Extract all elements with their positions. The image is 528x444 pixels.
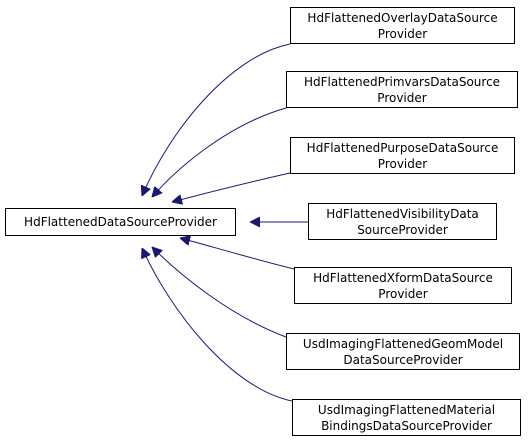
node-geommodel-provider[interactable]: UsdImagingFlattenedGeomModel DataSourceP…	[286, 333, 520, 370]
node-overlay-provider-line2: Provider	[377, 26, 428, 41]
node-material-provider[interactable]: UsdImagingFlattenedMaterial BindingsData…	[292, 399, 521, 436]
node-purpose-provider-line2: Provider	[377, 156, 428, 171]
node-primvars-provider-line2: Provider	[377, 90, 427, 105]
edge-geommodel	[152, 247, 287, 338]
node-visibility-provider-line1: HdFlattenedVisibilityData	[326, 206, 479, 221]
node-overlay-provider-line1: HdFlattenedOverlayDataSource	[307, 10, 498, 25]
edge-purpose	[172, 172, 291, 202]
node-purpose-provider[interactable]: HdFlattenedPurposeDataSource Provider	[290, 137, 515, 174]
node-xform-provider[interactable]: HdFlattenedXformDataSource Provider	[294, 267, 512, 304]
node-xform-provider-line2: Provider	[378, 286, 428, 301]
node-geommodel-provider-line2: DataSourceProvider	[343, 352, 463, 367]
edge-overlay	[142, 43, 291, 196]
node-primvars-provider-line1: HdFlattenedPrimvarsDataSource	[303, 74, 501, 89]
node-visibility-provider[interactable]: HdFlattenedVisibilityData SourceProvider	[308, 203, 497, 240]
node-material-provider-line2: BindingsDataSourceProvider	[321, 418, 492, 433]
node-overlay-provider[interactable]: HdFlattenedOverlayDataSource Provider	[290, 7, 515, 44]
node-material-provider-line1: UsdImagingFlattenedMaterial	[317, 402, 496, 417]
node-visibility-provider-line2: SourceProvider	[357, 222, 448, 237]
edge-primvars	[152, 107, 287, 197]
node-primvars-provider[interactable]: HdFlattenedPrimvarsDataSource Provider	[286, 71, 518, 108]
node-base-provider[interactable]: HdFlattenedDataSourceProvider	[5, 208, 236, 236]
node-base-provider-label: HdFlattenedDataSourceProvider	[24, 215, 217, 229]
node-xform-provider-line1: HdFlattenedXformDataSource	[313, 270, 493, 285]
edge-xform	[180, 238, 295, 270]
node-geommodel-provider-line1: UsdImagingFlattenedGeomModel	[302, 336, 504, 351]
edge-material	[142, 248, 293, 402]
node-purpose-provider-line1: HdFlattenedPurposeDataSource	[306, 140, 499, 155]
